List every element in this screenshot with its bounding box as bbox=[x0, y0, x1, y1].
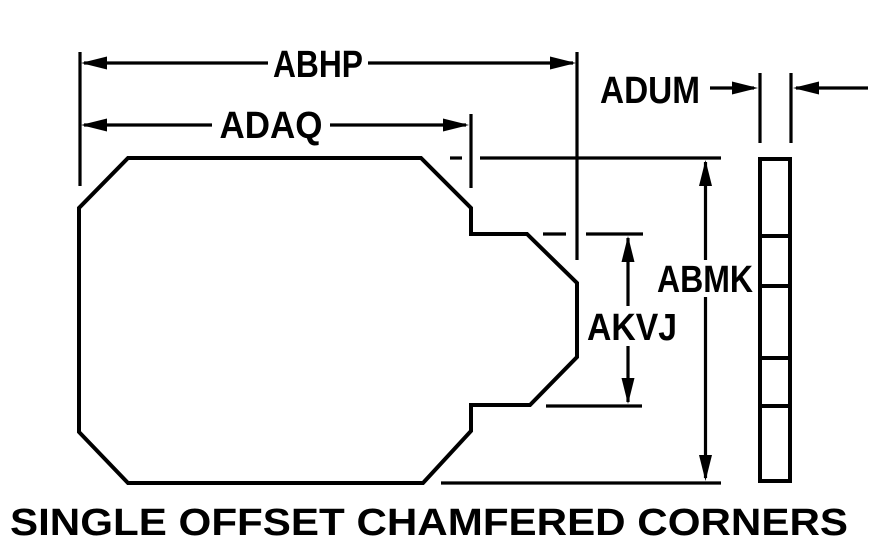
dimension-adum: ADUM bbox=[600, 70, 868, 112]
adaq-arrowhead-right bbox=[443, 118, 469, 132]
part-side-view-strip bbox=[758, 157, 792, 483]
adaq-arrowhead-left bbox=[81, 118, 107, 132]
adum-arrowhead-left bbox=[732, 81, 758, 95]
akvj-arrowhead-down bbox=[621, 378, 635, 404]
abhp-label: ABHP bbox=[273, 44, 363, 86]
diagram-title: SINGLE OFFSET CHAMFERED CORNERS bbox=[10, 502, 848, 544]
dimension-akvj: AKVJ bbox=[587, 236, 677, 404]
akvj-label: AKVJ bbox=[587, 307, 677, 349]
part-outline-front-view bbox=[77, 156, 579, 485]
abmk-arrowhead-down bbox=[699, 455, 712, 481]
abhp-arrowhead-left bbox=[81, 56, 107, 70]
abmk-label: ABMK bbox=[657, 259, 753, 301]
side-view-strip-outline bbox=[758, 157, 792, 483]
dimension-abhp: ABHP bbox=[81, 44, 576, 86]
adum-label: ADUM bbox=[600, 70, 700, 112]
abmk-arrowhead-up bbox=[699, 160, 712, 186]
akvj-arrowhead-up bbox=[621, 236, 635, 262]
abhp-arrowhead-right bbox=[550, 56, 576, 70]
extension-lines bbox=[78, 52, 793, 485]
adaq-label: ADAQ bbox=[220, 105, 323, 147]
adum-arrowhead-right bbox=[793, 81, 819, 95]
dimension-adaq: ADAQ bbox=[81, 105, 469, 147]
dimension-abmk: ABMK bbox=[657, 160, 753, 481]
